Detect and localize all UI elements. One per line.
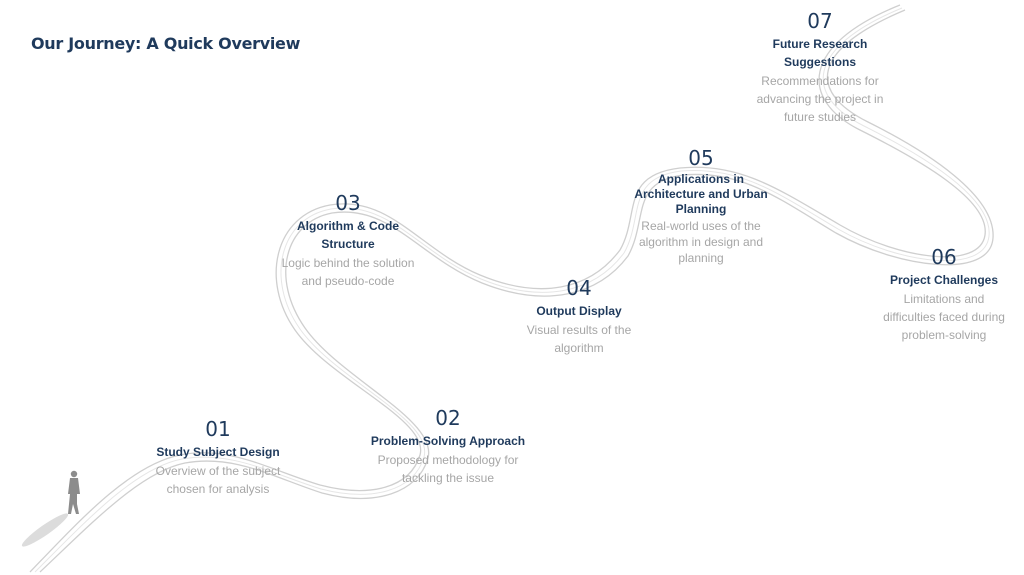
step-title: Applications in Architecture and Urban P… [634,172,768,216]
step-description: Limitations and difficulties faced durin… [883,292,1005,342]
step-number: 03 [335,191,361,215]
step-07: 07 Future Research Suggestions Recommend… [752,10,888,126]
step-03: 03 Algorithm & Code Structure Logic behi… [272,192,424,290]
step-description: Recommendations for advancing the projec… [756,74,884,124]
step-04: 04 Output Display Visual results of the … [515,277,643,357]
step-number: 04 [566,276,592,300]
step-title: Study Subject Design [156,445,280,459]
step-01: 01 Study Subject Design Overview of the … [148,418,288,498]
person-walking-icon [68,470,80,514]
step-title: Problem-Solving Approach [370,434,526,448]
road-edge-outer [29,4,986,573]
step-title: Output Display [536,304,622,318]
step-number: 07 [807,9,833,33]
step-description: Overview of the subject chosen for analy… [155,464,281,496]
step-description: Visual results of the algorithm [526,323,632,355]
step-description: Real-world uses of the algorithm in desi… [638,219,764,265]
page-title: Our Journey: A Quick Overview [31,34,301,53]
step-description: Logic behind the solution and pseudo-cod… [281,256,415,288]
step-06: 06 Project Challenges Limitations and di… [874,246,1014,344]
step-title: Future Research Suggestions [772,37,868,69]
step-title: Algorithm & Code Structure [297,219,399,251]
road-edge-mid [34,7,990,573]
walker-shadow [21,513,69,547]
step-number: 05 [688,146,714,170]
step-05: 05 Applications in Architecture and Urba… [628,147,774,266]
step-02: 02 Problem-Solving Approach Proposed met… [363,407,533,487]
step-description: Proposed methodology for tackling the is… [377,453,519,485]
road-edge-inner [39,9,994,573]
step-number: 06 [931,245,957,269]
step-number: 02 [435,406,461,430]
step-title: Project Challenges [889,273,999,287]
step-number: 01 [205,417,231,441]
